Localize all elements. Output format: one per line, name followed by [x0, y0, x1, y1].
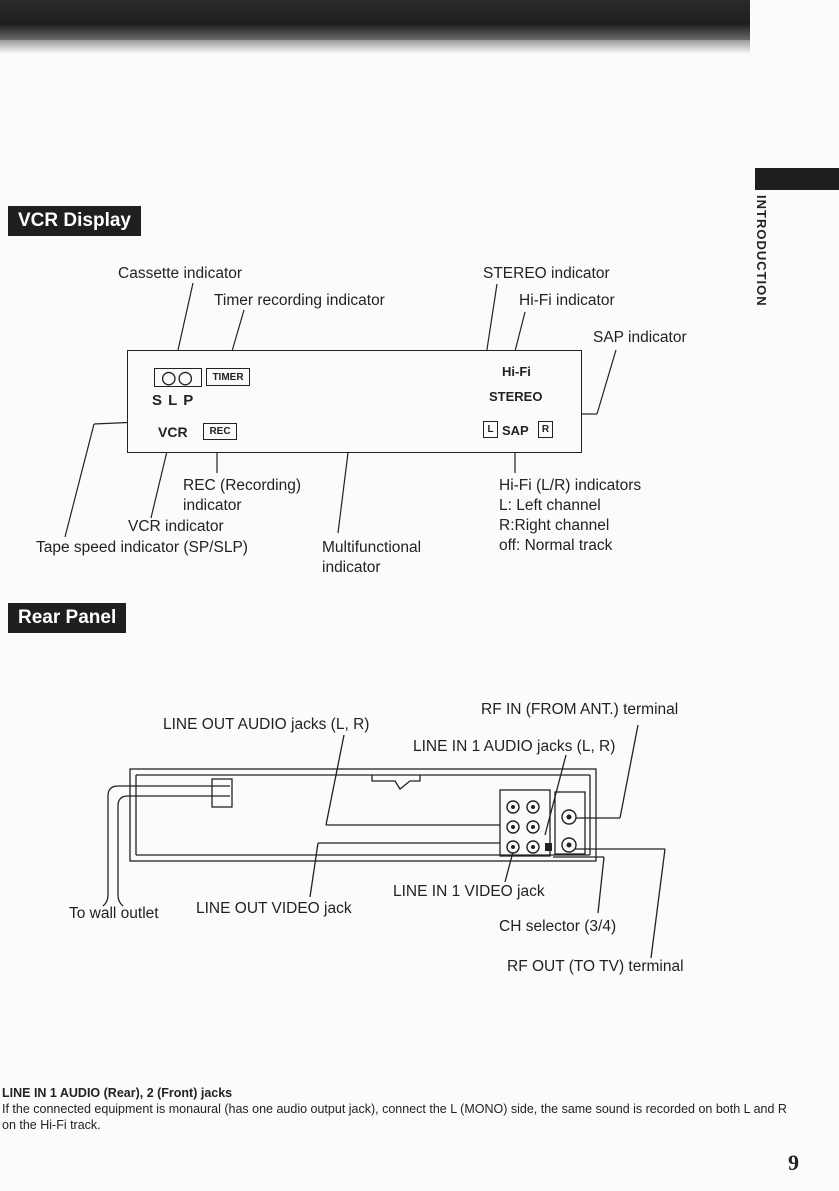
label-lr-line2: L: Left channel: [499, 497, 601, 514]
label-lr-line1: Hi-Fi (L/R) indicators: [499, 477, 642, 494]
leader-line-in-audio: [544, 754, 567, 836]
stereo-indicator: STEREO: [489, 389, 543, 404]
leader-vcr: [150, 446, 169, 519]
label-line-out-video: LINE OUT VIDEO jack: [196, 900, 352, 917]
vcr-chassis: [129, 768, 597, 862]
label-multi-line1: Multifunctional: [322, 539, 422, 556]
power-cord-plug: [211, 778, 233, 808]
label-stereo-indicator: STEREO indicator: [483, 265, 610, 282]
leader-multifunctional: [337, 452, 349, 534]
rf-panel: [554, 791, 586, 855]
leader-ch-selector: [597, 856, 605, 914]
label-lr-line4: off: Normal track: [499, 537, 613, 554]
label-line-out-audio: LINE OUT AUDIO jacks (L, R): [163, 716, 370, 733]
right-channel-badge: R: [538, 421, 553, 438]
label-sap-indicator: SAP indicator: [593, 329, 687, 346]
top-banner-fade: [0, 40, 750, 54]
label-rec-line1: REC (Recording): [183, 477, 302, 494]
label-multi-line2: indicator: [322, 559, 381, 576]
page-number: 9: [788, 1150, 799, 1175]
rear-panel-diagram: [102, 724, 666, 959]
rec-badge: REC: [203, 423, 237, 440]
leader-line-out-audio: [325, 734, 345, 826]
section-title-vcr-display: VCR Display: [8, 206, 141, 236]
left-channel-badge: L: [483, 421, 498, 438]
leader-tape-speed: [64, 423, 95, 538]
label-cassette-indicator: Cassette indicator: [118, 265, 243, 282]
power-cord-inner: [117, 795, 230, 907]
power-cord-outer: [102, 785, 230, 907]
note-block: LINE IN 1 AUDIO (Rear), 2 (Front) jacks …: [2, 1085, 792, 1133]
leader-rf-in: [619, 724, 639, 819]
note-heading: LINE IN 1 AUDIO (Rear), 2 (Front) jacks: [2, 1086, 233, 1100]
sap-indicator: SAP: [502, 423, 529, 438]
label-rf-out: RF OUT (TO TV) terminal: [507, 958, 684, 975]
leader-rf-out: [650, 848, 666, 959]
hifi-indicator: Hi-Fi: [502, 364, 531, 379]
slp-indicator: S L P: [152, 392, 195, 409]
leader-line-in-video: [504, 851, 514, 883]
label-vcr-indicator: VCR indicator: [128, 518, 224, 535]
top-banner: [0, 0, 750, 40]
label-ch-selector: CH selector (3/4): [499, 918, 617, 935]
label-hifi-indicator: Hi-Fi indicator: [519, 292, 615, 309]
leader-line-out-video: [309, 842, 319, 898]
ch-selector-switch: [545, 843, 552, 851]
vcr-indicator: VCR: [158, 424, 188, 440]
side-tab-marker: [755, 168, 839, 190]
vcr-lcd-panel: ◯◯ TIMER S L P VCR REC Hi-Fi STEREO L SA…: [127, 350, 582, 453]
label-lr-line3: R:Right channel: [499, 517, 610, 534]
label-line-in-video: LINE IN 1 VIDEO jack: [393, 883, 545, 900]
label-rec-line2: indicator: [183, 497, 242, 514]
label-line-in-audio: LINE IN 1 AUDIO jacks (L, R): [413, 738, 616, 755]
section-title-rear-panel: Rear Panel: [8, 603, 127, 633]
note-body: If the connected equipment is monaural (…: [2, 1102, 787, 1132]
label-rf-in: RF IN (FROM ANT.) terminal: [481, 701, 679, 718]
leader-sap: [596, 349, 617, 415]
jack-panel: [499, 789, 551, 857]
label-timer-indicator: Timer recording indicator: [214, 292, 385, 309]
timer-badge: TIMER: [206, 368, 250, 386]
label-tape-speed: Tape speed indicator (SP/SLP): [36, 539, 248, 556]
chassis-notch: [371, 775, 421, 790]
cassette-icon: ◯◯: [154, 368, 202, 387]
label-to-wall-outlet: To wall outlet: [69, 905, 159, 922]
